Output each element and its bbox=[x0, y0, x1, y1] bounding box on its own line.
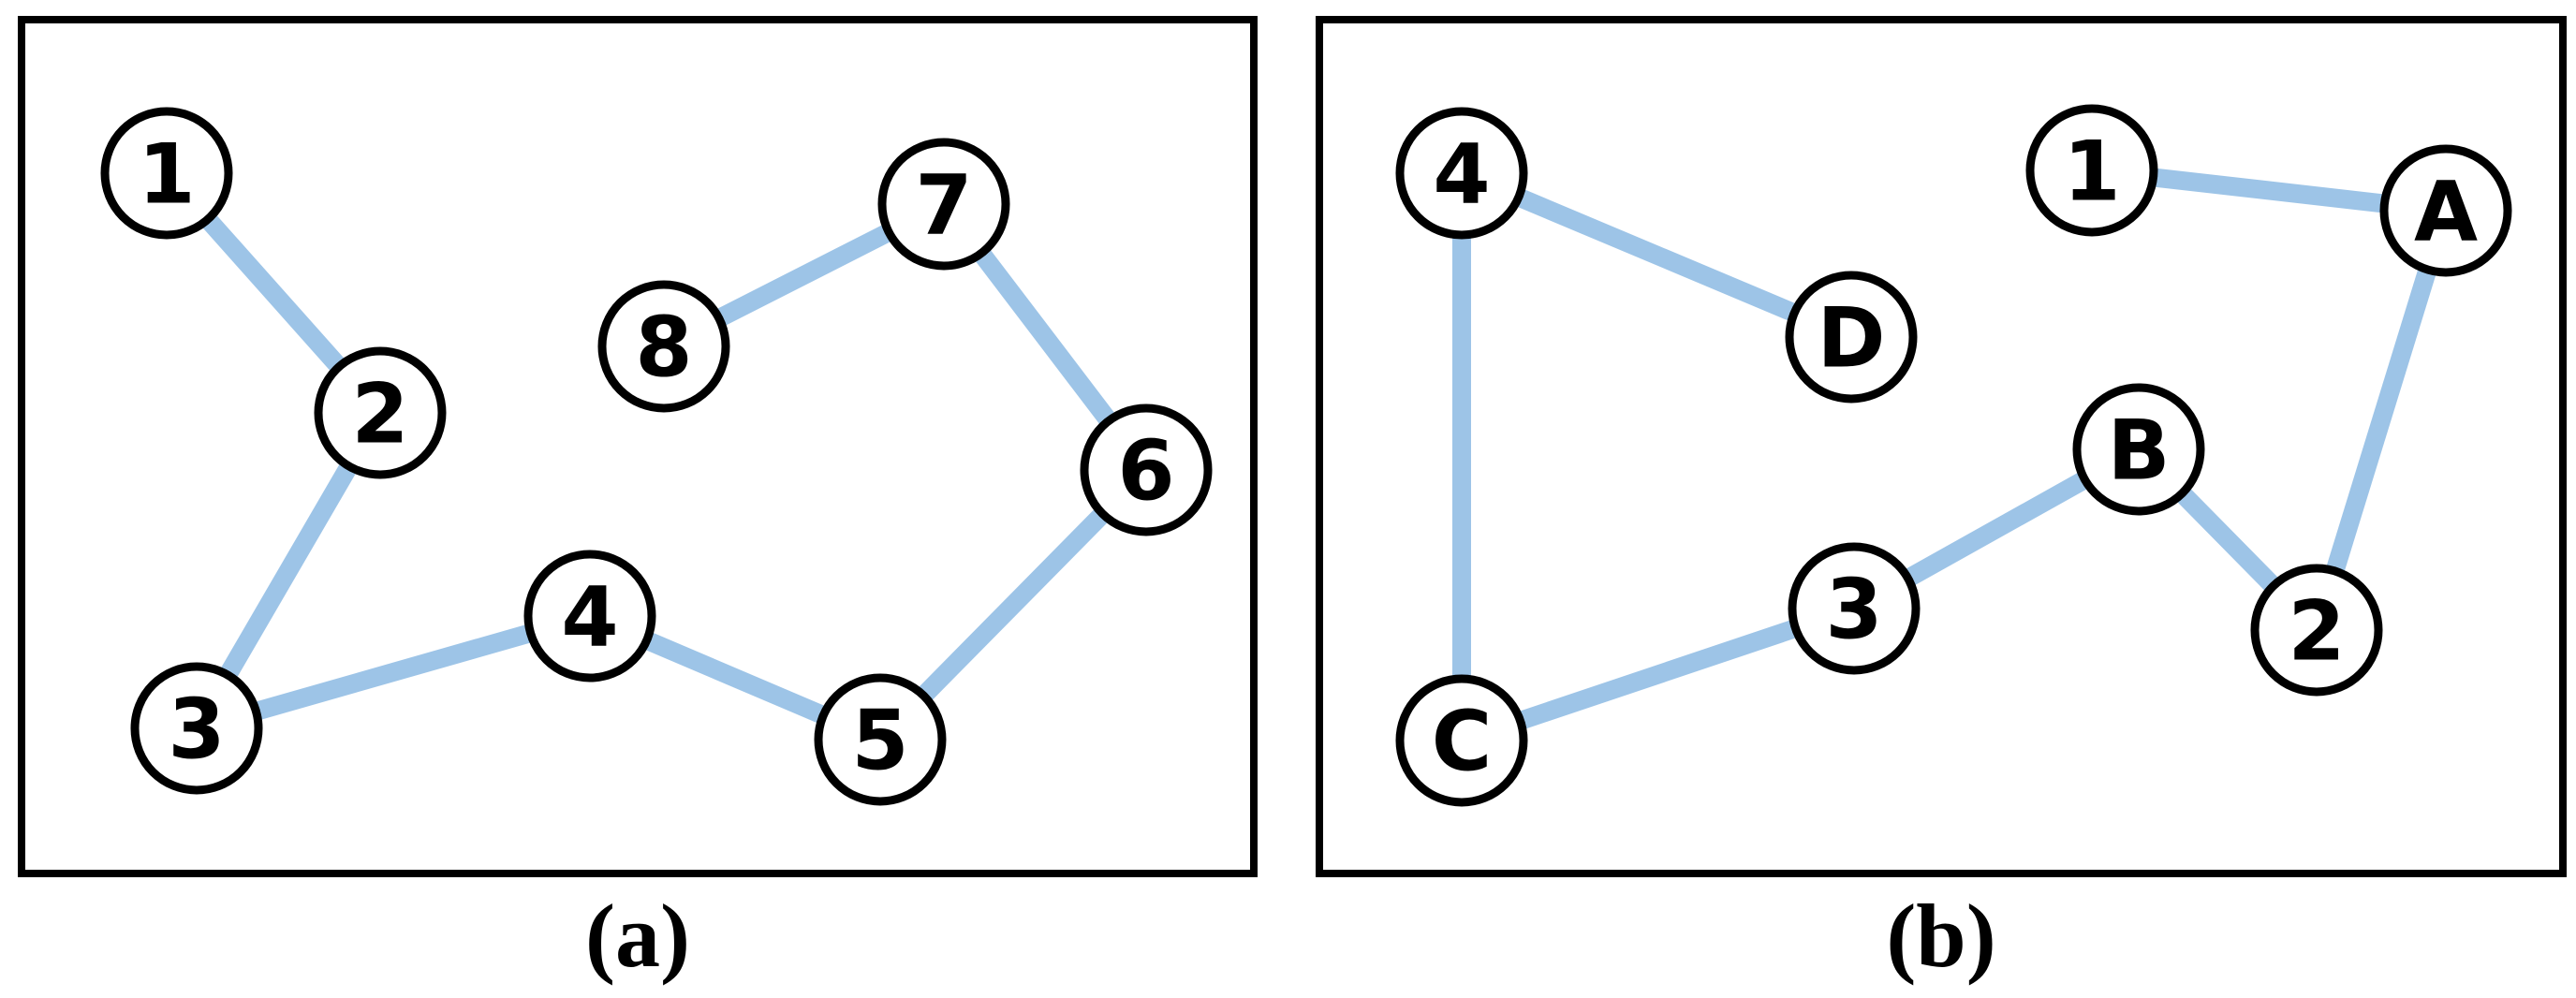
node-b-C-circle bbox=[1395, 674, 1528, 807]
edge-b-4-D bbox=[1458, 164, 1855, 346]
node-b-3-label: 3 bbox=[1825, 562, 1882, 658]
edge-b-A-2 bbox=[2307, 208, 2455, 633]
node-a-5: 5 bbox=[814, 673, 947, 806]
node-b-3-circle bbox=[1788, 542, 1921, 675]
node-a-6-label: 6 bbox=[1117, 423, 1174, 520]
node-a-8-label: 8 bbox=[635, 300, 692, 396]
node-b-C-label: C bbox=[1432, 694, 1493, 790]
node-b-D-circle bbox=[1785, 271, 1918, 404]
panel-a-border bbox=[18, 16, 1258, 877]
node-a-2-circle bbox=[314, 346, 447, 479]
node-b-B-circle bbox=[2072, 383, 2205, 516]
node-b-2-circle bbox=[2250, 564, 2383, 697]
node-a-8-circle bbox=[597, 280, 730, 413]
node-b-2: 2 bbox=[2250, 564, 2383, 697]
panel-a: 1 2 3 4 5 6 7 8 bbox=[18, 16, 1258, 877]
node-a-4-label: 4 bbox=[561, 569, 618, 666]
node-a-2-label: 2 bbox=[351, 366, 408, 462]
node-b-D: D bbox=[1785, 271, 1918, 404]
node-a-6-circle bbox=[1080, 404, 1213, 536]
node-a-4: 4 bbox=[523, 550, 656, 682]
panel-b: 4D 1 A B 2 3C bbox=[1316, 16, 2567, 877]
node-b-2-label: 2 bbox=[2288, 583, 2345, 680]
node-a-2: 2 bbox=[314, 346, 447, 479]
node-a-3: 3 bbox=[130, 662, 263, 795]
node-b-1: 1 bbox=[2025, 104, 2158, 237]
node-b-B: B bbox=[2072, 383, 2205, 516]
node-b-C: C bbox=[1395, 674, 1528, 807]
node-a-8: 8 bbox=[597, 280, 730, 413]
node-a-1: 1 bbox=[100, 107, 233, 240]
node-a-7: 7 bbox=[877, 138, 1010, 271]
node-b-4: 4 bbox=[1395, 107, 1528, 240]
node-b-A-circle bbox=[2379, 144, 2512, 277]
node-a-6: 6 bbox=[1080, 404, 1213, 536]
node-a-7-circle bbox=[877, 138, 1010, 271]
node-b-1-circle bbox=[2025, 104, 2158, 237]
node-a-1-label: 1 bbox=[138, 126, 195, 223]
node-b-D-label: D bbox=[1817, 290, 1885, 387]
node-b-A-label: A bbox=[2414, 164, 2478, 260]
node-a-5-circle bbox=[814, 673, 947, 806]
node-a-1-circle bbox=[100, 107, 233, 240]
caption-a: (a) bbox=[585, 886, 690, 986]
node-b-1-label: 1 bbox=[2063, 124, 2120, 220]
caption-b: (b) bbox=[1886, 886, 1996, 986]
node-a-4-circle bbox=[523, 550, 656, 682]
node-b-4-circle bbox=[1395, 107, 1528, 240]
node-a-7-label: 7 bbox=[915, 157, 972, 254]
edge-a-3-4 bbox=[194, 607, 593, 738]
node-a-5-label: 5 bbox=[851, 693, 908, 789]
node-b-4-label: 4 bbox=[1433, 126, 1490, 223]
node-b-B-label: B bbox=[2107, 403, 2170, 499]
panel-b-border bbox=[1316, 16, 2567, 877]
node-b-3: 3 bbox=[1788, 542, 1921, 675]
edge-b-3-C bbox=[1458, 599, 1858, 750]
node-a-3-label: 3 bbox=[168, 682, 225, 778]
node-b-A: A bbox=[2379, 144, 2512, 277]
node-a-3-circle bbox=[130, 662, 263, 795]
